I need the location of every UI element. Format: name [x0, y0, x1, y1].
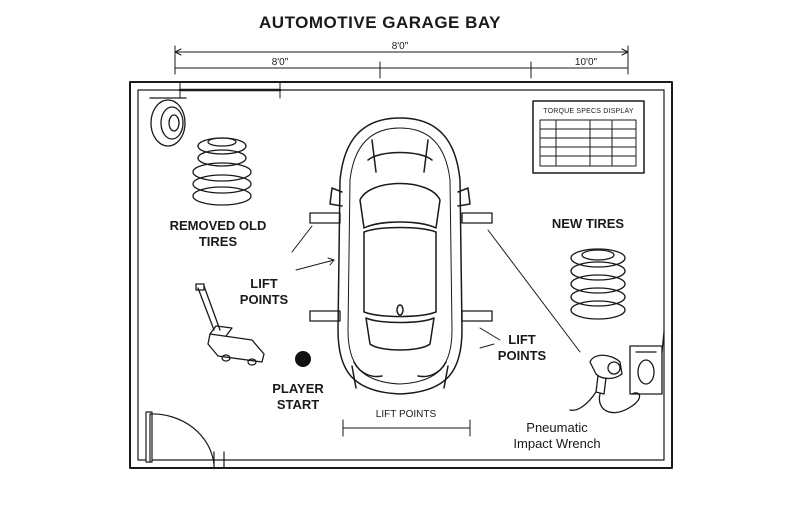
new-tires-label: NEW TIRES	[551, 216, 625, 231]
lift-points-left-line2: POINTS	[239, 292, 289, 308]
lift-points-left-label: LIFT POINTS	[224, 276, 304, 309]
impact-wrench-label-line2: Impact Wrench	[513, 436, 601, 452]
impact-wrench-label-line1: Pneumatic	[526, 420, 588, 435]
player-start-label-line1: PLAYER	[272, 381, 324, 396]
torque-display-title: TORQUE SPECS DISPLAY	[543, 108, 634, 115]
lift-points-right-line2: POINTS	[497, 348, 547, 364]
removed-tires-label: REMOVED OLD TIRES	[158, 218, 278, 251]
tire-stack-icon[interactable]	[192, 137, 252, 206]
player-start-label: PLAYER START	[256, 381, 340, 414]
spare-tire-icon[interactable]	[149, 97, 187, 147]
lift-points-right-label: LIFT POINTS	[482, 332, 562, 365]
tire-stack-icon[interactable]	[570, 248, 626, 320]
floor-jack-icon[interactable]	[195, 283, 265, 366]
lift-points-left-line1: LIFT	[250, 276, 278, 291]
torque-specs-display[interactable]	[532, 100, 645, 174]
player-start-label-line2: START	[276, 397, 320, 413]
lift-point-pads[interactable]	[309, 212, 493, 322]
garage-walls	[129, 81, 673, 469]
dimension-overall: 8'0"	[391, 41, 409, 52]
player-start-marker[interactable]	[295, 351, 311, 367]
leader-lines	[291, 225, 581, 437]
car-top-view-icon[interactable]	[329, 117, 471, 395]
page-title: AUTOMOTIVE GARAGE BAY	[259, 13, 501, 32]
lift-points-bottom-label: LIFT POINTS	[375, 409, 437, 420]
impact-wrench-icon[interactable]	[569, 354, 641, 414]
impact-wrench-label: Pneumatic Impact Wrench	[496, 420, 618, 453]
removed-tires-label-line2: TIRES	[198, 234, 238, 250]
door-icon[interactable]	[145, 411, 225, 469]
dimension-left: 8'0"	[271, 57, 289, 68]
removed-tires-label-line1: REMOVED OLD	[169, 218, 267, 233]
dimension-lines	[174, 45, 629, 79]
air-compressor-icon[interactable]	[629, 331, 665, 395]
lift-points-right-line1: LIFT	[508, 332, 536, 347]
dimension-right: 10'0"	[574, 57, 598, 68]
